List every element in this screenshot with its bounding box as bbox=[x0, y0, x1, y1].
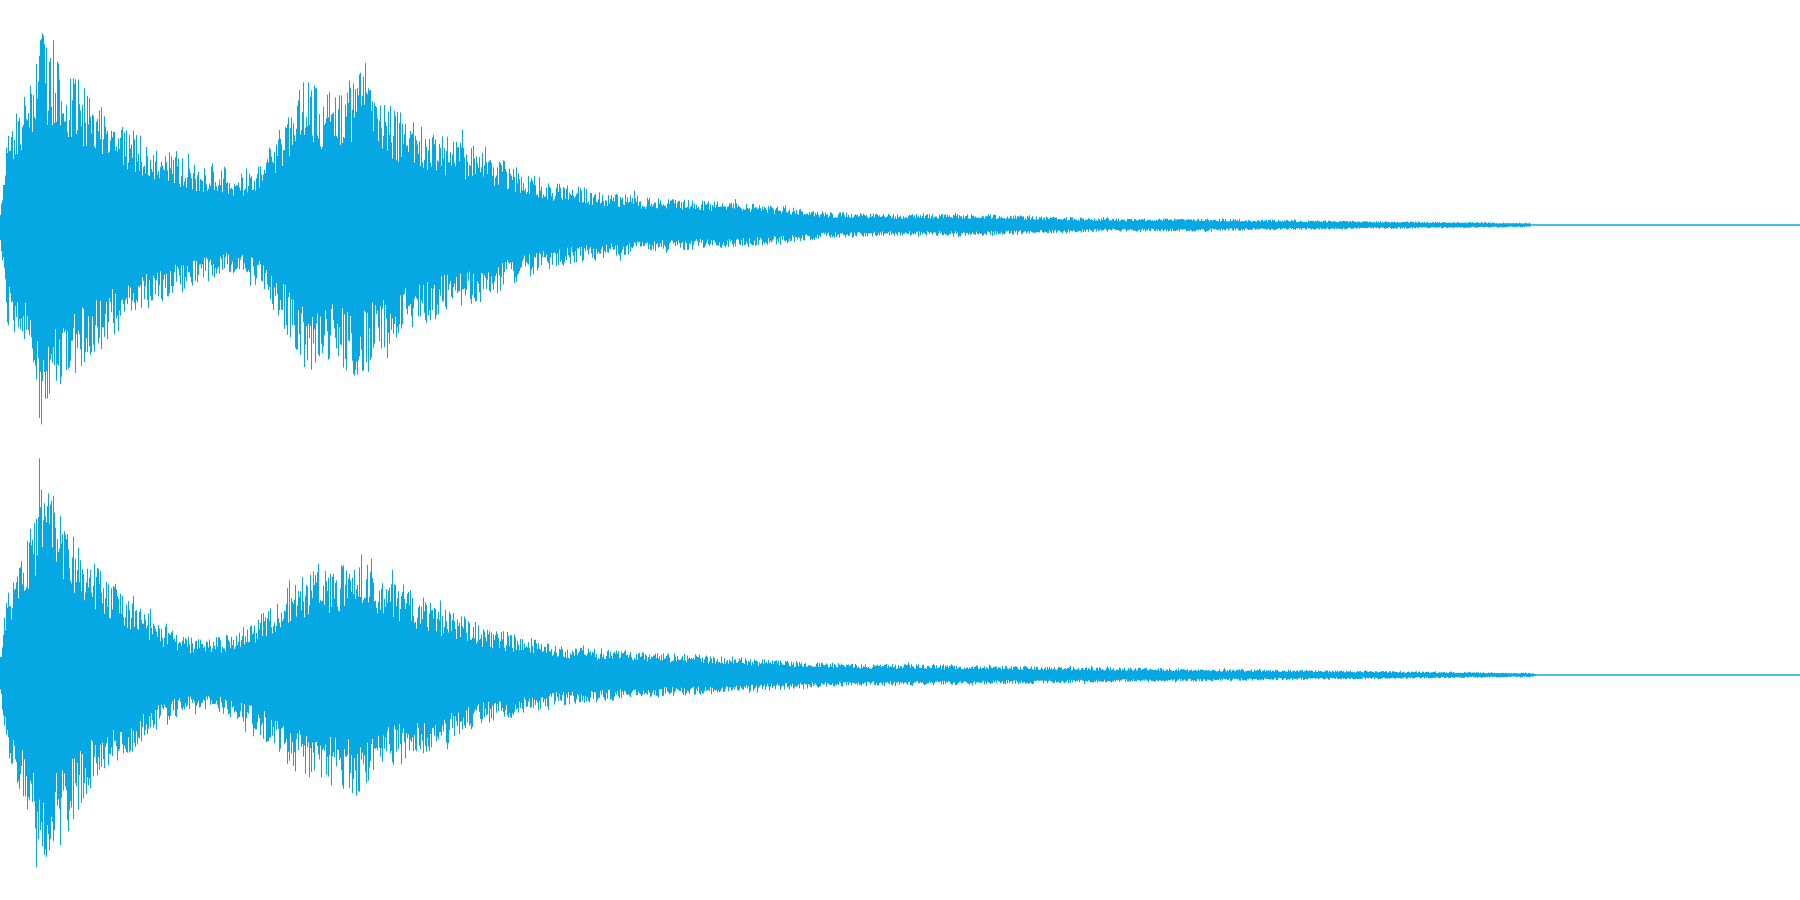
channel-2-waveform bbox=[0, 458, 1800, 868]
channel-1-waveform bbox=[0, 33, 1800, 425]
